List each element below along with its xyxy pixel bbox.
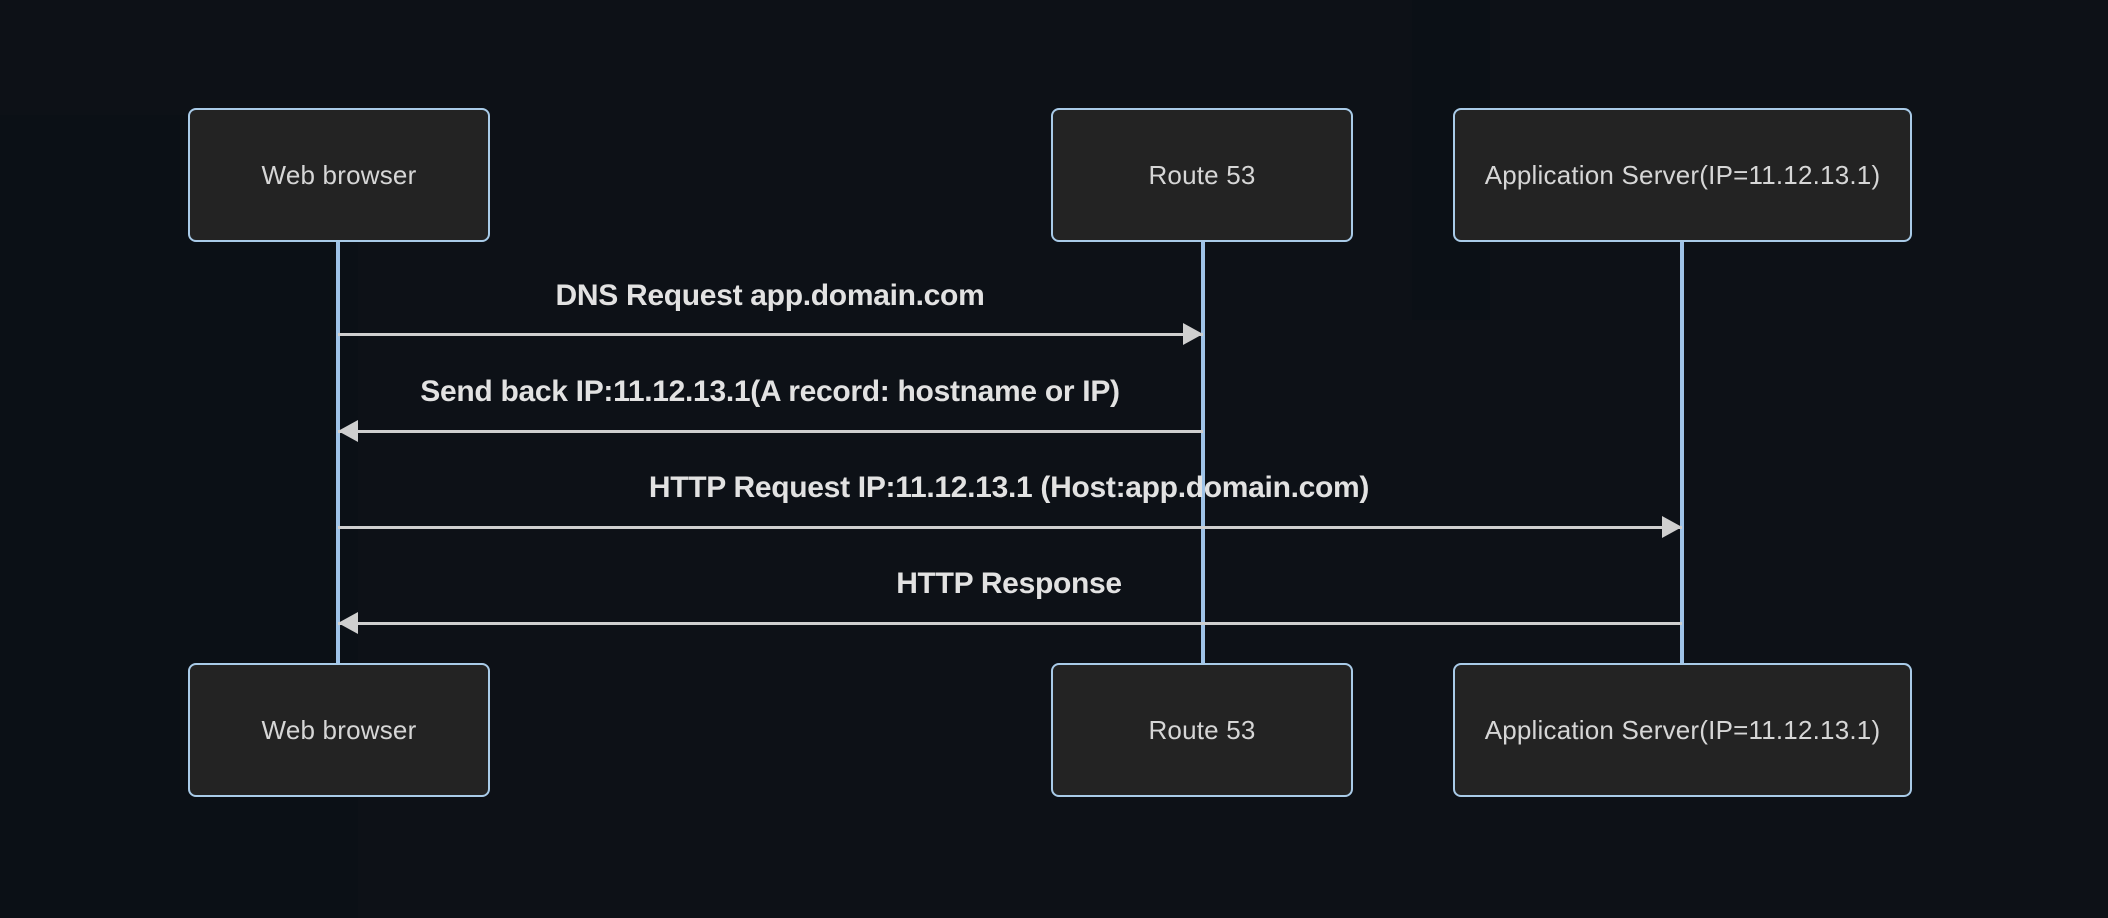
participant-label-web-browser-bottom: Web browser [261, 714, 417, 745]
participant-label-web-browser-top: Web browser [261, 159, 417, 190]
arrowhead-left-4 [338, 612, 358, 634]
message-line-3 [338, 526, 1682, 529]
message-line-2 [338, 430, 1203, 433]
participant-label-application-server-top: Application Server(IP=11.12.13.1) [1484, 159, 1881, 190]
lifeline-application-server [1680, 241, 1684, 666]
lifeline-web-browser [336, 241, 340, 666]
participant-box-application-server-top[interactable]: Application Server(IP=11.12.13.1) [1453, 108, 1912, 242]
participant-label-application-server-bottom: Application Server(IP=11.12.13.1) [1484, 714, 1881, 745]
participant-box-web-browser-bottom[interactable]: Web browser [188, 663, 490, 797]
message-line-4 [338, 622, 1682, 625]
arrowhead-left-2 [338, 420, 358, 442]
participant-box-route-53-bottom[interactable]: Route 53 [1051, 663, 1353, 797]
message-label-2: Send back IP:11.12.13.1(A record: hostna… [420, 375, 1120, 408]
message-label-4: HTTP Response [896, 567, 1122, 600]
message-label-3: HTTP Request IP:11.12.13.1 (Host:app.dom… [648, 471, 1370, 504]
arrowhead-right-1 [1183, 323, 1203, 345]
participant-box-application-server-bottom[interactable]: Application Server(IP=11.12.13.1) [1453, 663, 1912, 797]
participant-label-route-53-bottom: Route 53 [1148, 714, 1256, 745]
message-label-1: DNS Request app.domain.com [555, 279, 985, 312]
arrowhead-right-3 [1662, 516, 1682, 538]
participant-box-route-53-top[interactable]: Route 53 [1051, 108, 1353, 242]
lifeline-route-53 [1201, 241, 1205, 666]
participant-label-route-53-top: Route 53 [1148, 159, 1256, 190]
participant-box-web-browser-top[interactable]: Web browser [188, 108, 490, 242]
message-line-1 [338, 333, 1203, 336]
